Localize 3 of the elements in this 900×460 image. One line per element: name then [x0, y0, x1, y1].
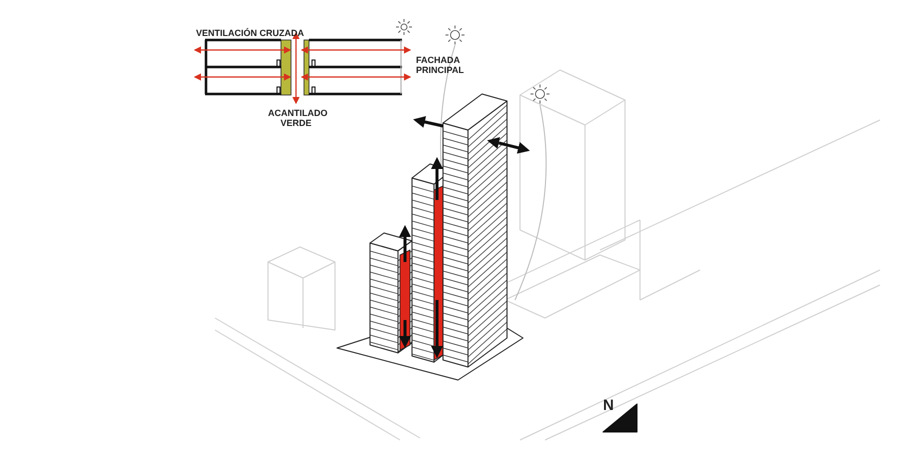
north-label: N — [603, 398, 614, 413]
facade-label: FACHADA PRINCIPAL — [416, 55, 465, 75]
section-label: VENTILACIÓN CRUZADA — [196, 28, 304, 38]
